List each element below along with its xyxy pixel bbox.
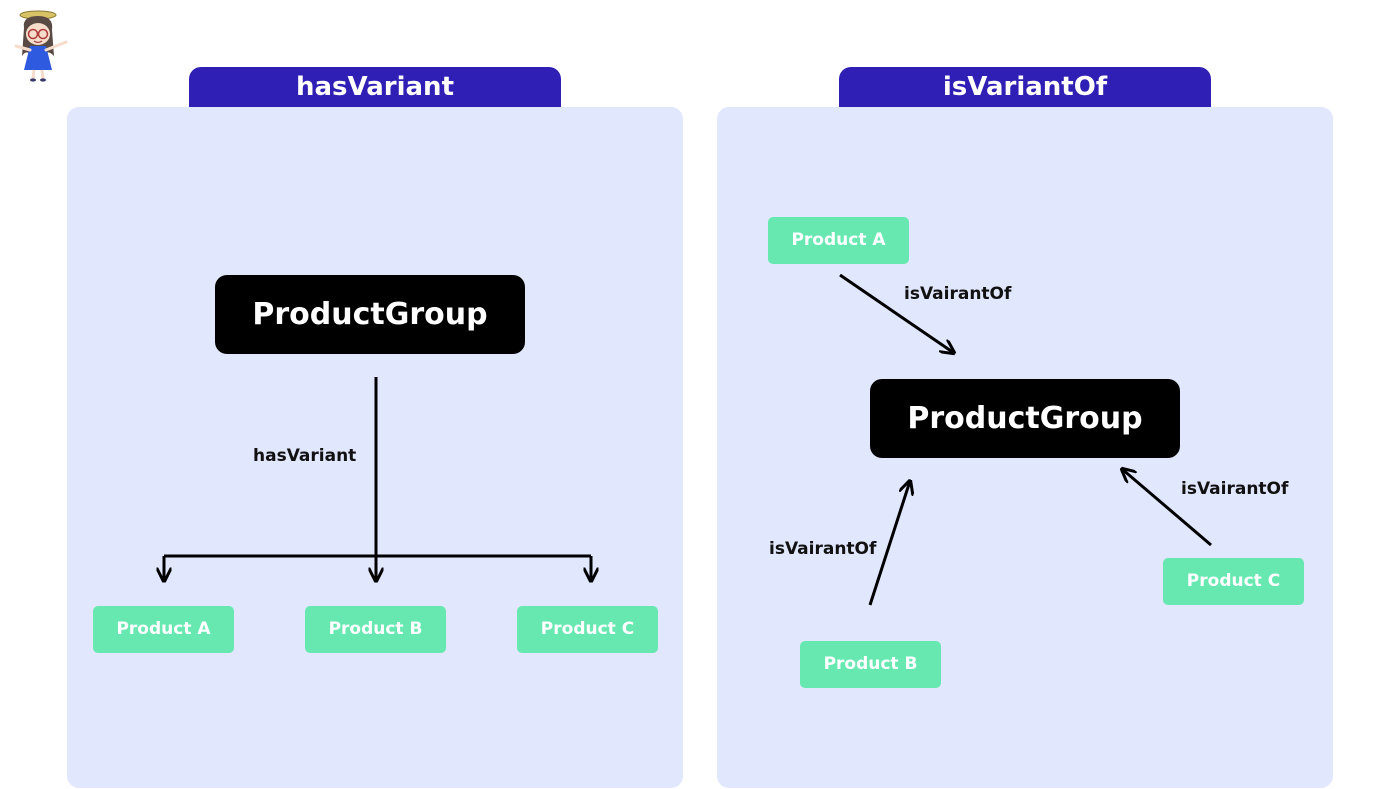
right-product-group-node: ProductGroup: [870, 379, 1180, 458]
right-edge-label-c: isVairantOf: [1181, 479, 1289, 499]
right-product-a-node: Product A: [768, 217, 909, 264]
right-product-c-node: Product C: [1163, 558, 1304, 605]
left-edge-label: hasVariant: [253, 446, 357, 466]
has-variant-tab: hasVariant: [189, 67, 561, 107]
is-variant-of-tab: isVariantOf: [839, 67, 1211, 107]
right-edge-label-b: isVairantOf: [769, 539, 877, 559]
left-product-group-node: ProductGroup: [215, 275, 525, 354]
right-product-b-node: Product B: [800, 641, 941, 688]
right-edge-label-a: isVairantOf: [904, 284, 1012, 304]
right-arrow-a: [839, 273, 954, 353]
right-arrow-c: [1122, 469, 1212, 547]
left-product-c-node: Product C: [517, 606, 658, 653]
right-arrow-b: [868, 481, 910, 606]
left-product-b-node: Product B: [305, 606, 446, 653]
mascot-avatar-icon: [14, 10, 68, 82]
left-product-a-node: Product A: [93, 606, 234, 653]
